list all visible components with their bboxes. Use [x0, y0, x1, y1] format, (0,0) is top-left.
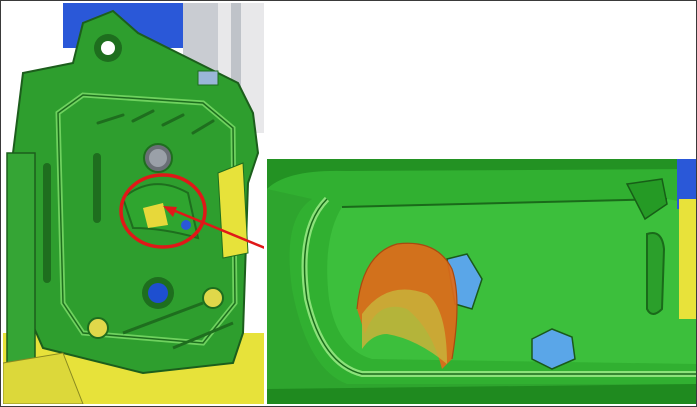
yellow-tab [217, 162, 249, 259]
lower-lip [267, 384, 696, 404]
groove-3 [161, 113, 185, 127]
overview-drawing [3, 3, 265, 404]
lower-groove-2 [172, 321, 234, 350]
small-blue-dot [181, 220, 191, 230]
slot-wall [267, 189, 696, 404]
lower-groove [122, 301, 204, 335]
inner-ridge-outline [57, 94, 236, 344]
bolt-right [202, 287, 224, 309]
detail-drawing [267, 159, 696, 404]
blue-edge [677, 159, 696, 209]
green-side-strip [6, 152, 36, 394]
yellow-overlap-part [362, 289, 447, 364]
vertical-slot-1 [93, 153, 101, 223]
right-boss [625, 178, 668, 221]
small-bracket [197, 70, 219, 86]
slot-edge-line [303, 198, 696, 375]
floor-upper-edge [341, 198, 668, 208]
detail-panel [267, 159, 696, 404]
blue-hole [148, 283, 168, 303]
highlight-circle [119, 173, 207, 249]
yellow-insert [143, 203, 168, 228]
pointer-arrow-head [163, 206, 177, 217]
bolt-left [87, 317, 109, 339]
gray-edge-shape [231, 3, 241, 113]
panel-divider [264, 3, 267, 404]
groove-2 [131, 109, 155, 123]
orange-part-outline [356, 242, 458, 360]
overview-panel [3, 3, 265, 404]
vertical-rib [646, 232, 666, 315]
yellow-corner [3, 352, 84, 404]
top-rim [267, 159, 696, 189]
yellow-edge [679, 199, 696, 319]
top-hole [101, 41, 115, 55]
pointer-arrow-line [167, 206, 265, 250]
vertical-slot-2 [43, 163, 51, 283]
groove-1 [96, 113, 125, 125]
blue-window-bottom [531, 328, 576, 370]
groove-4 [191, 119, 215, 135]
steel-pin [149, 149, 167, 167]
